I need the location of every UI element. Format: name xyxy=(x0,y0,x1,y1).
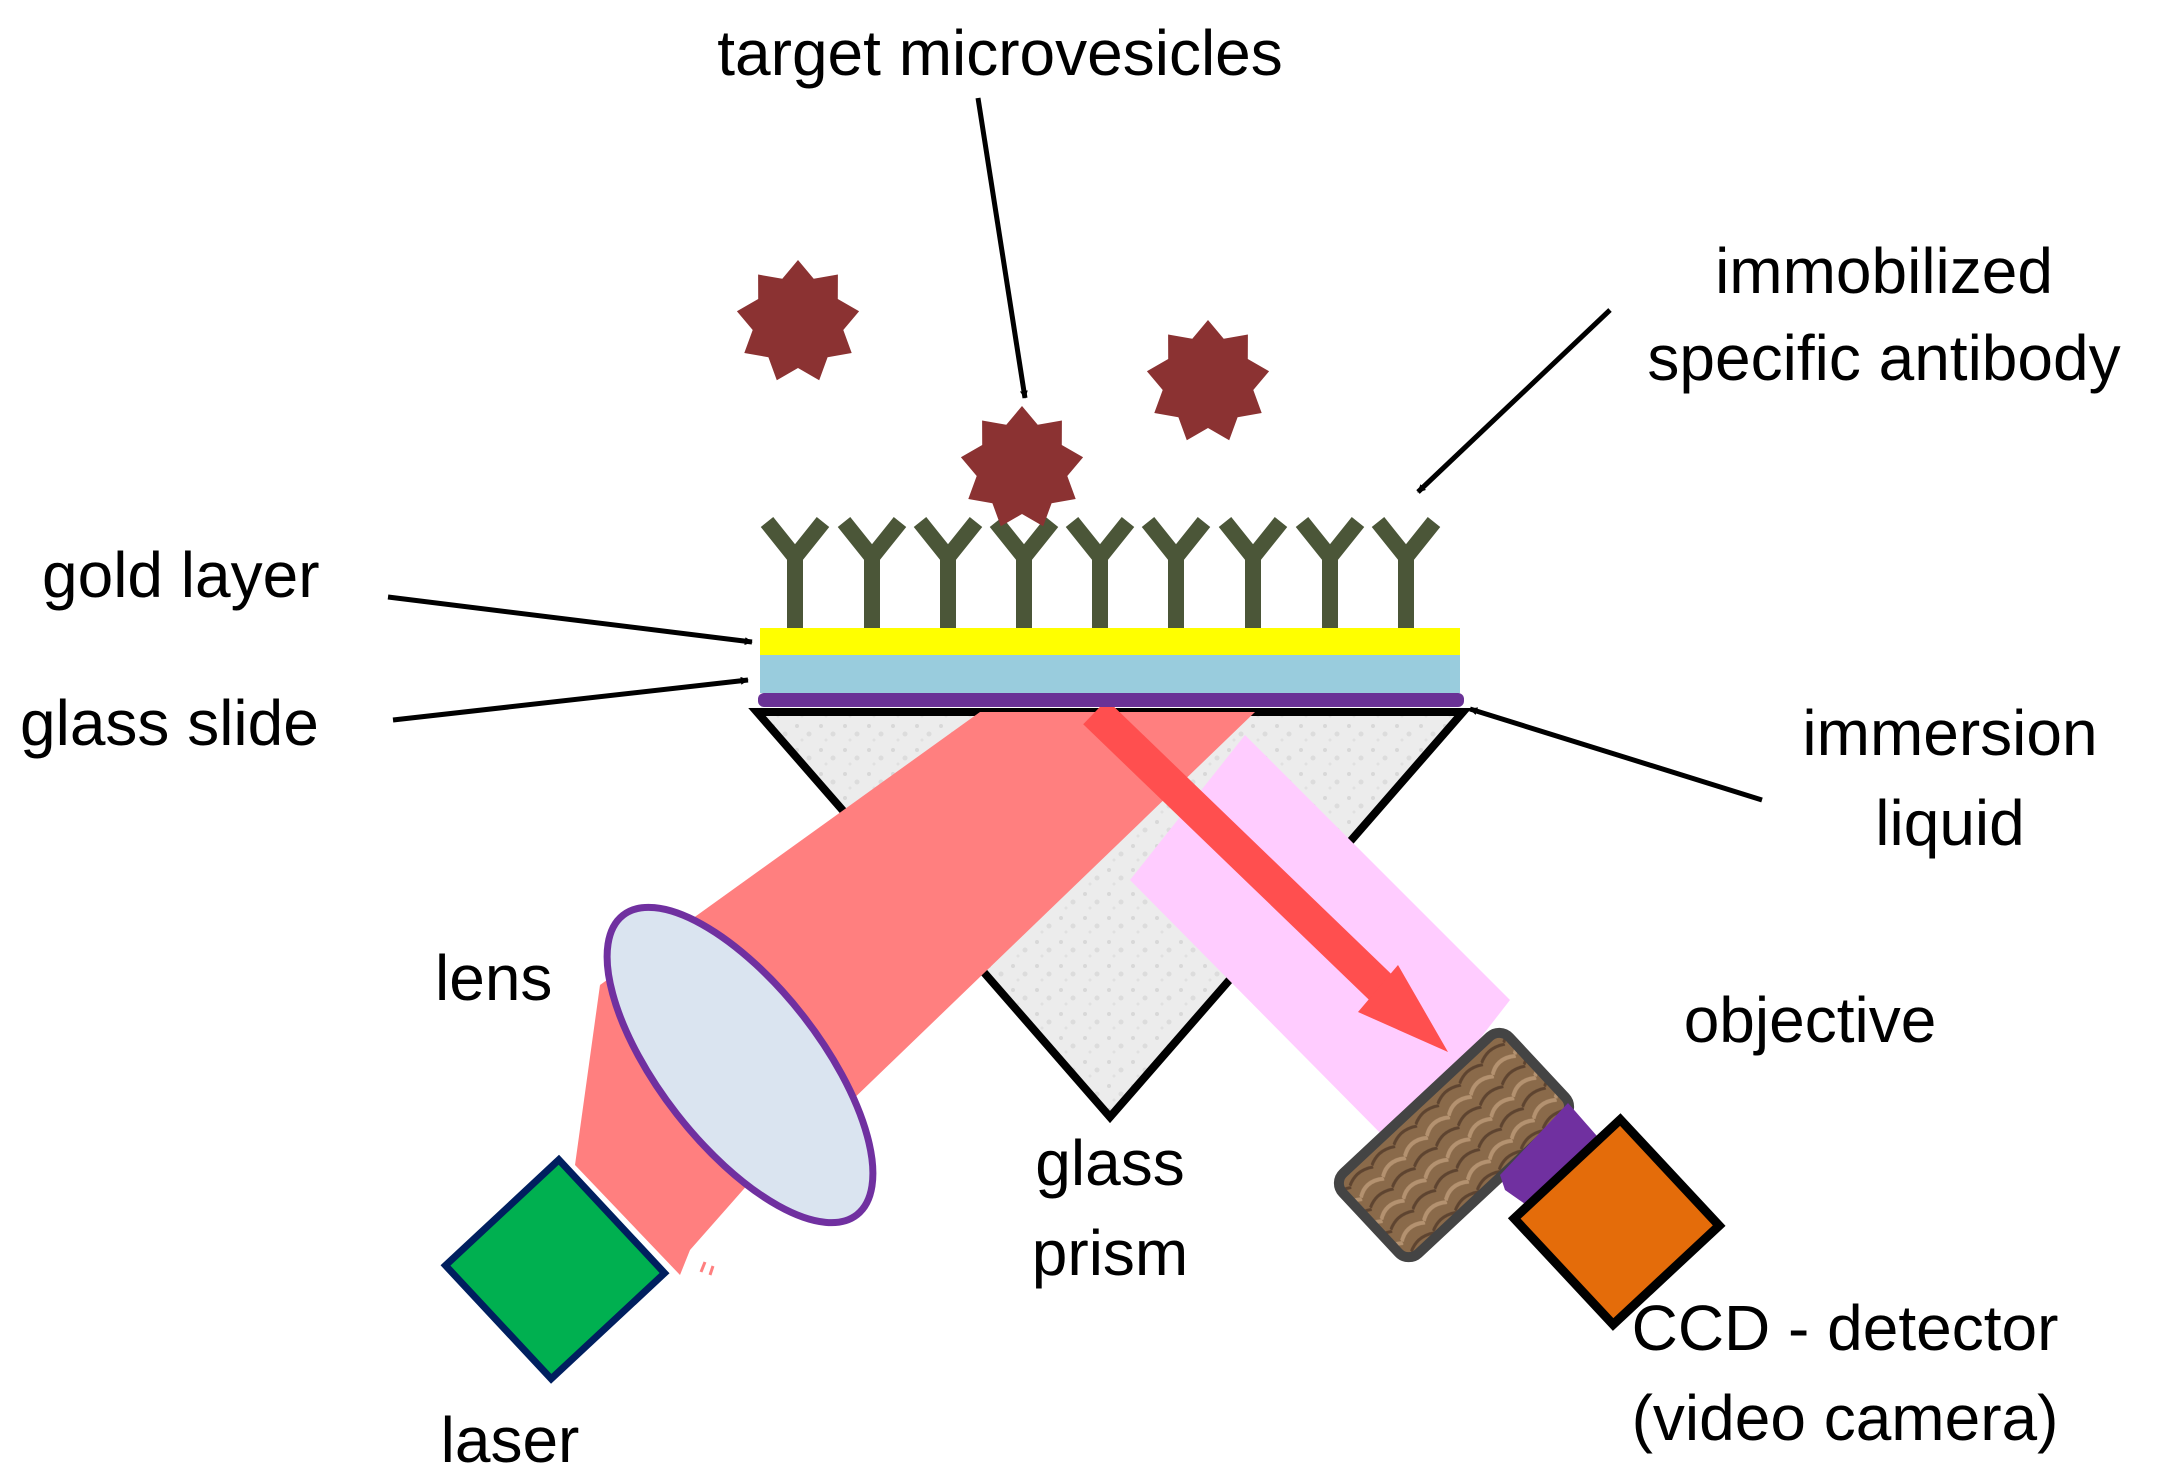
prism-label-line1: glass xyxy=(1035,1127,1184,1199)
ccd-label-line2: (video camera) xyxy=(1632,1382,2059,1454)
immersion-pointer-arrow xyxy=(1469,706,1763,803)
antibody-icon xyxy=(1065,517,1135,628)
glass-slide-pointer-arrow xyxy=(392,676,749,723)
gold-layer-label: gold layer xyxy=(42,539,320,611)
ccd-detector-body xyxy=(1507,1113,1726,1331)
antibody-row xyxy=(760,517,1441,628)
reflected-light-arrow xyxy=(1083,699,1448,1052)
immersion-liquid-layer xyxy=(758,693,1464,707)
objective-label: objective xyxy=(1684,984,1937,1056)
microvesicle-icon xyxy=(1146,320,1270,441)
antibody-icon xyxy=(1218,517,1288,628)
immersion-label-line1: immersion xyxy=(1802,697,2097,769)
glass-slide-label: glass slide xyxy=(20,687,319,759)
target-pointer-arrow xyxy=(975,97,1028,399)
laser-body xyxy=(440,1154,670,1384)
gold-pointer-arrow xyxy=(387,594,753,646)
lens-label: lens xyxy=(435,942,552,1014)
ccd-connector xyxy=(1500,1103,1618,1218)
antibody-label-line2: specific antibody xyxy=(1647,322,2120,394)
microvesicle-group xyxy=(736,260,1270,527)
gold-layer-strip xyxy=(760,628,1460,655)
antibody-icon xyxy=(913,517,983,628)
antibody-pointer-arrow xyxy=(1416,308,1612,494)
antibody-icon xyxy=(1295,517,1365,628)
glass-slide-layer xyxy=(760,655,1460,693)
antibody-icon xyxy=(1371,517,1441,628)
laser-output-ticks xyxy=(699,1261,715,1276)
lens-element xyxy=(603,903,877,1227)
antibody-icon xyxy=(760,517,830,628)
laser-to-lens-beam xyxy=(575,985,765,1275)
immersion-label-line2: liquid xyxy=(1875,787,2024,859)
target-label: target microvesicles xyxy=(717,17,1283,89)
prism-label-line2: prism xyxy=(1032,1217,1188,1289)
laser-label: laser xyxy=(441,1404,580,1474)
antibody-icon xyxy=(837,517,907,628)
antibody-label-line1: immobilized xyxy=(1715,235,2053,307)
objective-element xyxy=(1333,1027,1575,1263)
ccd-label-line1: CCD - detector xyxy=(1632,1292,2059,1364)
microvesicle-icon xyxy=(960,406,1084,527)
antibody-icon xyxy=(1141,517,1211,628)
microvesicle-icon xyxy=(736,260,860,381)
antibody-icon xyxy=(989,517,1059,628)
